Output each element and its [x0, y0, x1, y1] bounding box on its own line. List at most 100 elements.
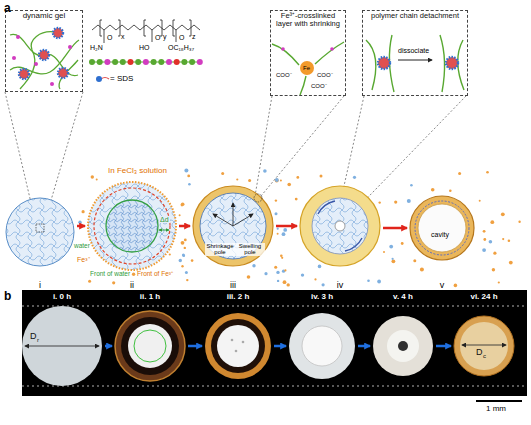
ion-dot: [318, 265, 322, 269]
stage-number: v: [440, 281, 445, 290]
ion-dot: [502, 238, 504, 240]
ion-dot: [112, 281, 115, 284]
ion-dot: [509, 261, 513, 265]
inset-box: Fe³⁺-crosslinked layer with shrinking: [270, 10, 346, 96]
ion-dot: [280, 254, 283, 257]
crosslink-detail: [272, 42, 344, 95]
process-label: dissociate: [398, 47, 429, 54]
ion-dot: [383, 251, 385, 253]
ion-dot: [184, 247, 186, 249]
flow-arrow: [179, 225, 190, 228]
ion-dot: [277, 228, 279, 230]
ion-dot: [449, 189, 452, 192]
chem-group: O: [179, 34, 184, 41]
ion-dot: [283, 280, 287, 284]
ion-dot: [252, 264, 255, 267]
ion-dot: [181, 203, 185, 207]
ion-dot: [183, 255, 186, 258]
stage-number: iv: [337, 281, 344, 290]
ion-dot: [389, 245, 393, 249]
legend-note: = SDS: [110, 75, 133, 83]
flow-arrow: [274, 345, 286, 348]
repeat-subscript: z: [192, 33, 196, 40]
ion-dot: [236, 178, 238, 180]
front-label: Front of water: [90, 271, 130, 278]
inset-box: dynamic gel: [5, 10, 83, 92]
ion-dot: [221, 172, 224, 175]
time-label: iii. 2 h: [227, 293, 250, 301]
ion-dot: [320, 175, 323, 178]
photo-circle: iii. 2 h: [205, 313, 271, 379]
flow-arrow: [436, 345, 451, 348]
ion-dot: [367, 280, 370, 283]
ion-dot: [277, 233, 279, 235]
gap-label: Δd: [159, 216, 170, 223]
ion-dot: [489, 240, 493, 244]
ion-dot: [295, 198, 298, 201]
sds-icon: [96, 76, 109, 82]
time-label: vi. 24 h: [470, 293, 497, 301]
flow-arrow: [383, 227, 407, 230]
pole-label: Shrinkage pole: [205, 243, 235, 256]
ion-dot: [184, 168, 188, 172]
water-label: water: [74, 243, 90, 250]
dimension-label: r: [37, 337, 39, 343]
stage-number: i: [39, 281, 41, 290]
repeat-subscript: y: [163, 33, 167, 40]
pole-label: Swelling pole: [235, 243, 265, 256]
ion-dot: [407, 199, 411, 203]
ion-dot: [275, 212, 278, 215]
photo-circle: ii. 1 h: [115, 311, 185, 381]
solution-label: In FeCl₃ solution: [108, 167, 167, 175]
ion-dot: [284, 269, 286, 271]
ion-dot: [431, 188, 435, 192]
cavity-label: cavity: [431, 231, 449, 238]
time-label: iv. 3 h: [311, 293, 333, 301]
photo-circle: v. 4 h: [373, 316, 433, 376]
ion-dot: [314, 278, 316, 280]
scale-label: 1 mm: [486, 405, 506, 413]
ion-dot: [483, 230, 486, 233]
ion-dot: [401, 242, 404, 245]
ion-dot: [82, 210, 85, 213]
ion-dot: [301, 273, 304, 276]
ion-dot: [454, 284, 458, 288]
ion-dot: [274, 266, 277, 269]
stage-number: ii: [130, 281, 134, 290]
inset-title: Fe³⁺-crosslinked layer with shrinking: [271, 11, 345, 30]
ion-dot: [486, 171, 489, 174]
ion-dot: [490, 220, 494, 224]
ion-dot: [458, 172, 461, 175]
ion-dot: [184, 239, 187, 242]
inset-title: dynamic gel: [6, 11, 82, 22]
ion-dot: [483, 238, 486, 241]
ion-dot: [182, 254, 185, 257]
ion-dot: [282, 232, 286, 236]
ion-dot: [518, 221, 520, 223]
ion-dot: [248, 179, 251, 182]
ion-dot: [394, 201, 397, 204]
ion-dot: [185, 271, 188, 274]
ion-dot: [420, 268, 424, 272]
ion-dot: [169, 253, 171, 255]
ion-dot: [275, 178, 279, 182]
ion-dot: [413, 259, 416, 262]
photo-circle: iv. 3 h: [289, 313, 355, 379]
ion-dot: [181, 241, 185, 245]
ion-dot: [188, 183, 191, 186]
ion-dot: [353, 176, 356, 179]
stage-drawings: [6, 182, 474, 270]
ion-dot: [280, 180, 282, 182]
bead-chain: [89, 59, 203, 65]
ion-dot: [179, 214, 181, 216]
flow-arrow: [358, 345, 370, 348]
ion-dot: [264, 272, 267, 275]
ion-symbol: Fe: [303, 65, 310, 71]
group-label: COO⁻: [317, 72, 333, 78]
ion-dot: [379, 201, 381, 203]
ion-dot: [493, 252, 496, 255]
repeat-subscript: x: [121, 33, 125, 40]
